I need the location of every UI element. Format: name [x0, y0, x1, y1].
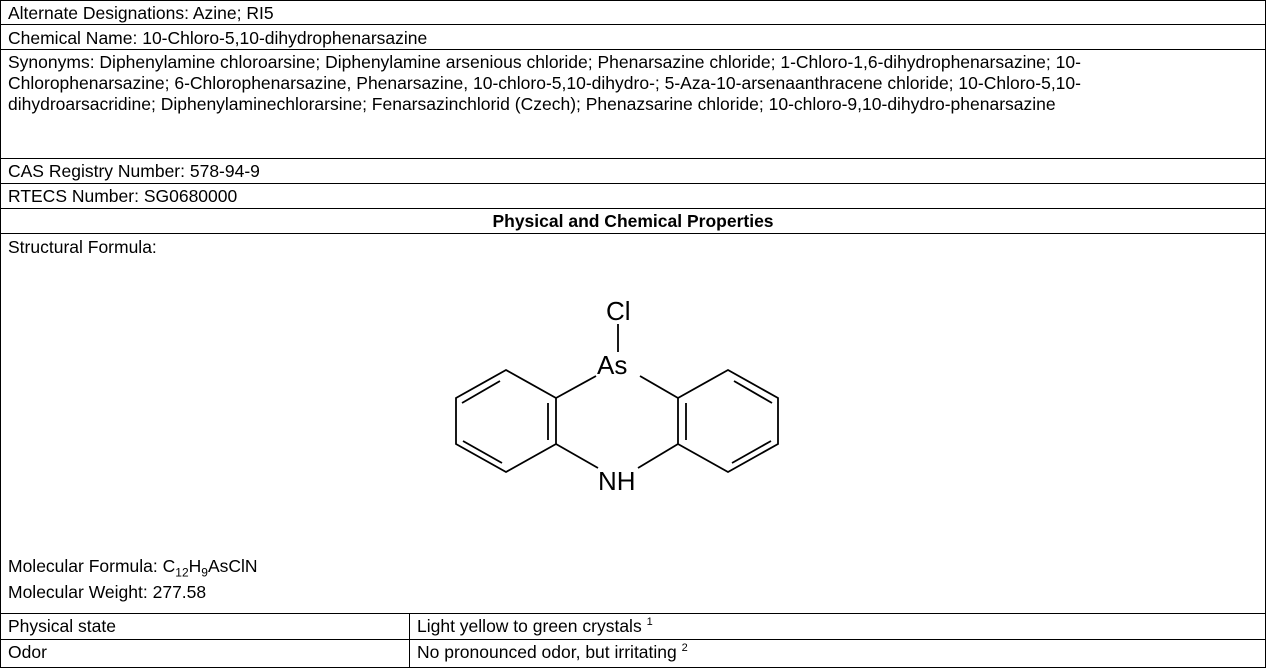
formula-c-count: 12 [175, 565, 189, 580]
molecular-formula-text: Molecular Formula: C12H9AsClN [8, 556, 258, 580]
footnote-ref: 2 [681, 642, 688, 655]
chemical-bonds [455, 324, 779, 474]
property-row: Physical state Light yellow to green cry… [0, 613, 1266, 639]
atom-as: As [597, 350, 627, 380]
left-ring [455, 368, 557, 474]
right-ring [677, 368, 779, 474]
bond-right-nh [637, 443, 679, 469]
property-value: Light yellow to green crystals [417, 616, 647, 636]
cas-registry-text: CAS Registry Number: 578-94-9 [8, 161, 260, 181]
rtecs-text: RTECS Number: SG0680000 [8, 186, 238, 206]
cas-registry-row: CAS Registry Number: 578-94-9 [0, 158, 1266, 183]
property-name-cell: Physical state [1, 614, 410, 639]
property-value: No pronounced odor, but irritating [417, 642, 682, 662]
footnote-ref: 1 [646, 616, 653, 629]
structural-formula-drawing: Cl As NH [455, 296, 779, 490]
property-value-cell: No pronounced odor, but irritating 2 [410, 640, 1265, 667]
property-name-cell: Odor [1, 640, 410, 667]
left-ring-double-2 [462, 440, 503, 464]
molecular-formula-label: Molecular Formula: [8, 556, 163, 576]
formula-h: H [188, 556, 202, 576]
chemical-name-text: Chemical Name: 10-Chloro-5,10-dihydrophe… [8, 28, 428, 48]
formula-h-count: 9 [201, 565, 208, 580]
right-ring-double-2 [731, 440, 772, 464]
synonyms-text: Synonyms: Diphenylamine chloroarsine; Di… [8, 52, 1081, 114]
section-heading: Physical and Chemical Properties [492, 211, 774, 231]
property-row: Odor No pronounced odor, but irritating … [0, 639, 1266, 668]
molecular-weight-text: Molecular Weight: 277.58 [8, 582, 207, 602]
synonyms-row: Synonyms: Diphenylamine chloroarsine; Di… [0, 49, 1266, 158]
section-heading-row: Physical and Chemical Properties [0, 208, 1266, 233]
property-value-cell: Light yellow to green crystals 1 [410, 614, 1265, 639]
right-ring-double-1 [733, 380, 773, 404]
bond-left-nh [555, 443, 599, 469]
formula-rest: AsClN [207, 556, 258, 576]
alternate-designations-text: Alternate Designations: Azine; RI5 [8, 3, 274, 23]
formula-c: C [162, 556, 176, 576]
structural-formula-label: Structural Formula: [8, 237, 157, 257]
atom-cl: Cl [606, 296, 631, 326]
alternate-designations-row: Alternate Designations: Azine; RI5 [0, 0, 1266, 24]
bond-as-left [555, 375, 597, 399]
structure-row: Structural Formula: Molecular Formula: C… [0, 233, 1266, 613]
rtecs-row: RTECS Number: SG0680000 [0, 183, 1266, 208]
atom-nh: NH [598, 466, 636, 490]
left-ring-double-1 [461, 380, 501, 404]
chemical-name-row: Chemical Name: 10-Chloro-5,10-dihydrophe… [0, 24, 1266, 49]
bond-as-right [639, 375, 679, 399]
